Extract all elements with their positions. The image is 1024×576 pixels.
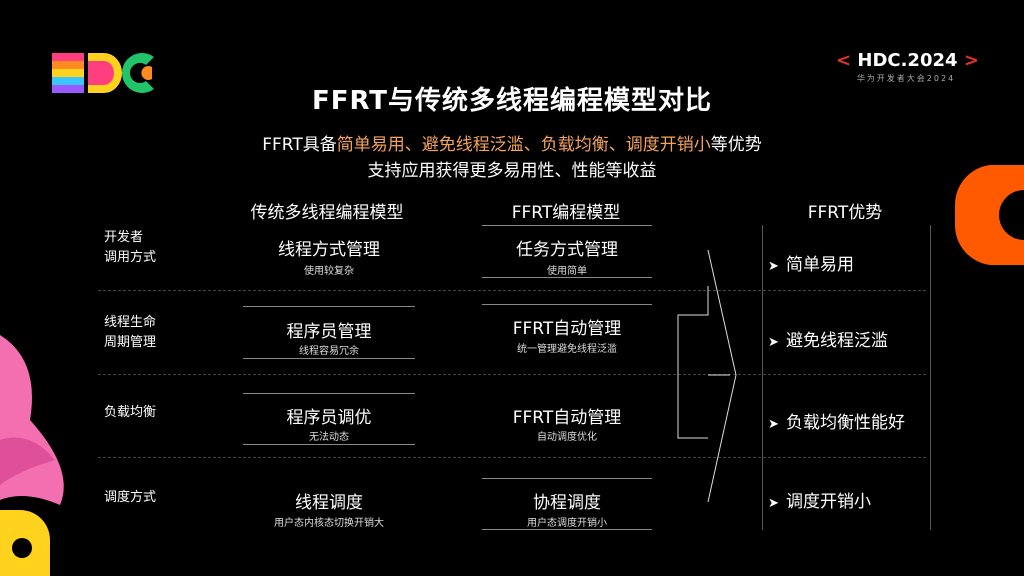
hdc-logo xyxy=(52,53,154,93)
row-separator xyxy=(98,457,926,458)
cell-underline xyxy=(482,529,652,530)
cell-ffrt-sub: 统一管理避免线程泛滥 xyxy=(517,344,617,355)
advantage-label: 避免线程泛滥 xyxy=(786,331,888,351)
advantage-item: ➤ 调度开销小 xyxy=(768,487,871,512)
cell-underline xyxy=(243,306,415,307)
advantage-item: ➤ 负载均衡性能好 xyxy=(768,408,905,433)
cell-underline xyxy=(243,358,415,359)
row-label-scheduling: 调度方式 xyxy=(104,490,157,505)
column-header-ffrt: FFRT编程模型 xyxy=(511,203,621,223)
advantages-panel-right-border xyxy=(930,225,931,530)
badge-bracket-right: > xyxy=(963,50,979,71)
row-separator xyxy=(98,374,926,375)
column-header-advantages: FFRT优势 xyxy=(807,203,883,223)
badge-subtitle: 华为开发者大会2024 xyxy=(856,74,956,83)
advantage-label: 调度开销小 xyxy=(786,492,871,512)
badge-text: HDC.2024 xyxy=(857,50,958,71)
column-header-traditional: 传统多线程编程模型 xyxy=(250,203,404,223)
subtitle-highlight: 简单易用、避免线程泛滥、负载均衡、调度开销小 xyxy=(336,135,711,155)
advantage-label: 简单易用 xyxy=(786,255,854,275)
chevron-right-icon: ➤ xyxy=(768,496,779,511)
cell-ffrt-sub: 用户态调度开销小 xyxy=(527,518,607,529)
chevron-right-icon: ➤ xyxy=(768,335,779,350)
row-label-lifecycle: 线程生命 周期管理 xyxy=(104,315,157,350)
advantage-item: ➤ 简单易用 xyxy=(768,250,854,275)
cell-traditional-sub: 线程容易冗余 xyxy=(299,346,359,357)
subtitle-prefix: FFRT具备 xyxy=(262,135,337,155)
row-separator xyxy=(98,290,926,291)
cell-ffrt-main: 任务方式管理 xyxy=(516,240,618,260)
cell-ffrt-main: FFRT自动管理 xyxy=(512,408,622,428)
cell-underline xyxy=(482,304,652,305)
cell-ffrt-sub: 使用简单 xyxy=(547,266,587,277)
page-title: FFRT与传统多线程编程模型对比 xyxy=(311,86,713,116)
pink-decor-shape-2 xyxy=(0,437,55,485)
cell-underline xyxy=(482,277,652,278)
cell-ffrt-main: 协程调度 xyxy=(533,493,601,513)
chevron-right-icon: ➤ xyxy=(768,259,779,274)
chevron-right-icon: ➤ xyxy=(768,417,779,432)
row-label-load-balance: 负载均衡 xyxy=(104,405,157,420)
advantage-label: 负载均衡性能好 xyxy=(786,413,905,433)
advantage-item: ➤ 避免线程泛滥 xyxy=(768,326,888,351)
advantages-panel-left-border xyxy=(762,225,763,530)
cell-underline xyxy=(243,444,415,445)
orange-decor-shape xyxy=(954,165,1024,265)
cell-ffrt-main: FFRT自动管理 xyxy=(512,319,622,339)
pink-decor-shape xyxy=(0,335,64,505)
cell-traditional-main: 线程方式管理 xyxy=(278,240,380,260)
cell-traditional-main: 线程调度 xyxy=(295,493,363,513)
orange-decor-bite xyxy=(999,190,1024,240)
subtitle-line-2: 支持应用获得更多易用性、性能等收益 xyxy=(367,161,657,181)
cell-underline xyxy=(243,393,415,394)
cell-traditional-sub: 无法动态 xyxy=(309,432,349,443)
subtitle-line-1: FFRT具备简单易用、避免线程泛滥、负载均衡、调度开销小等优势 xyxy=(0,130,1024,155)
cell-underline xyxy=(482,478,652,479)
yellow-decor-dot xyxy=(12,538,32,558)
cell-traditional-sub: 用户态内核态切换开销大 xyxy=(274,518,384,529)
cell-underline xyxy=(482,225,652,226)
hdc-badge: < HDC.2024 > 华为开发者大会2024 xyxy=(836,50,979,84)
cell-ffrt-sub: 自动调度优化 xyxy=(537,432,597,443)
connector-arrow xyxy=(677,249,737,503)
badge-bracket-left: < xyxy=(836,50,852,71)
cell-traditional-main: 程序员调优 xyxy=(286,408,372,428)
cell-traditional-main: 程序员管理 xyxy=(286,322,372,342)
row-label-developer: 开发者 调用方式 xyxy=(104,230,157,265)
cell-traditional-sub: 使用较复杂 xyxy=(304,266,354,277)
subtitle-suffix: 等优势 xyxy=(710,135,762,155)
